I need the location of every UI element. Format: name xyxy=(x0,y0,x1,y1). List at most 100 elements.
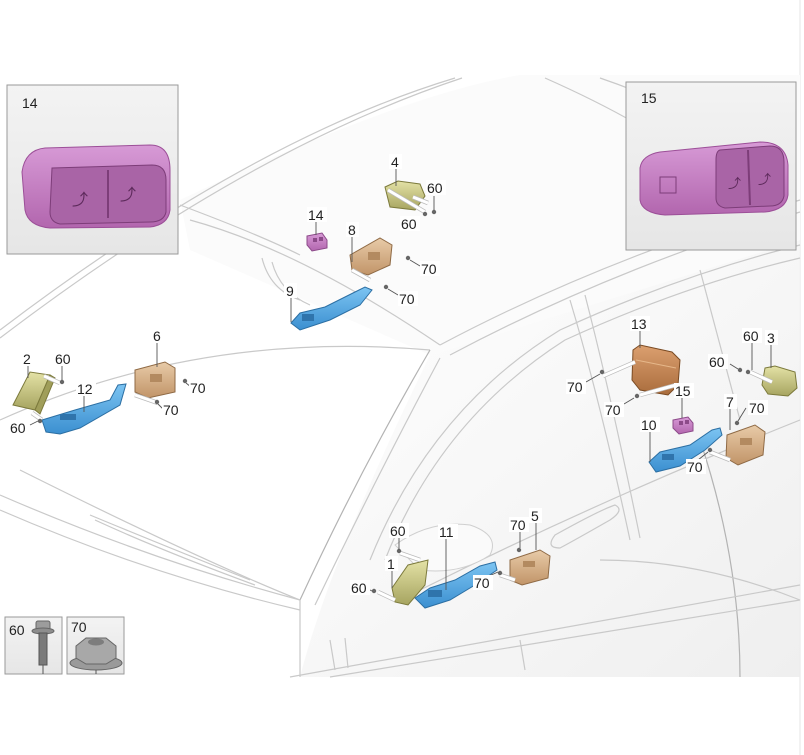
svg-text:60: 60 xyxy=(55,351,71,367)
callout-6[interactable]: 6 xyxy=(151,328,164,344)
svg-text:7: 7 xyxy=(726,394,734,410)
svg-text:70: 70 xyxy=(510,517,526,533)
part-15-seat-switch[interactable] xyxy=(672,416,694,435)
legend-item-60[interactable]: 60 xyxy=(4,616,63,675)
callout-70-j[interactable]: 70 xyxy=(473,575,493,591)
seat-icon: ⤴ xyxy=(72,191,88,209)
callout-13[interactable]: 13 xyxy=(630,316,650,332)
inset-15-number: 15 xyxy=(641,90,657,106)
svg-text:60: 60 xyxy=(401,216,417,232)
callout-70-b[interactable]: 70 xyxy=(162,402,182,418)
callout-70-g[interactable]: 70 xyxy=(748,400,768,416)
callout-15[interactable]: 15 xyxy=(674,383,694,399)
part-4-module[interactable] xyxy=(384,180,429,214)
part-9-window-switch[interactable] xyxy=(290,286,373,331)
callout-60-b[interactable]: 60 xyxy=(9,420,29,436)
part-2-module[interactable] xyxy=(12,371,61,422)
svg-text:11: 11 xyxy=(439,524,454,540)
callout-2[interactable]: 2 xyxy=(21,351,35,367)
callout-70-h[interactable]: 70 xyxy=(686,459,706,475)
svg-text:70: 70 xyxy=(567,379,583,395)
callout-10[interactable]: 10 xyxy=(640,417,660,433)
callout-70-i[interactable]: 70 xyxy=(509,517,529,533)
inset-14-number: 14 xyxy=(22,95,38,111)
callout-labels: 2 60 60 12 6 70 70 14 8 9 4 60 60 70 70 … xyxy=(9,154,778,596)
legend-item-70[interactable]: 70 xyxy=(66,616,125,675)
leader-lines xyxy=(27,168,772,592)
inset-14[interactable]: 14 ⤴ ⤴ xyxy=(6,84,179,255)
svg-text:13: 13 xyxy=(631,316,647,332)
seat-switch-15-large: ⤴ ⤴ xyxy=(639,141,789,216)
callout-60-f[interactable]: 60 xyxy=(708,354,728,370)
callout-1[interactable]: 1 xyxy=(385,556,398,572)
svg-text:60: 60 xyxy=(390,523,406,539)
fastener-dots xyxy=(37,209,751,594)
svg-text:60: 60 xyxy=(427,180,443,196)
callout-70-f[interactable]: 70 xyxy=(604,402,624,418)
seat-icon: ⤴ xyxy=(120,186,136,204)
part-3-module[interactable] xyxy=(749,365,798,397)
part-8-control-unit[interactable] xyxy=(349,237,393,282)
svg-text:70: 70 xyxy=(474,575,490,591)
fastener-legend: 60 70 xyxy=(4,616,125,675)
svg-text:60: 60 xyxy=(351,580,367,596)
svg-text:2: 2 xyxy=(23,351,31,367)
svg-text:70: 70 xyxy=(421,261,437,277)
legend-number-60: 60 xyxy=(9,622,25,638)
callout-14[interactable]: 14 xyxy=(307,207,327,223)
callout-11[interactable]: 11 xyxy=(438,524,458,540)
svg-text:70: 70 xyxy=(163,402,179,418)
callout-70-e[interactable]: 70 xyxy=(566,379,586,395)
callout-9[interactable]: 9 xyxy=(284,283,297,299)
seat-icon: ⤴ xyxy=(728,176,741,191)
svg-text:60: 60 xyxy=(709,354,725,370)
legend-number-70: 70 xyxy=(71,619,87,635)
svg-text:6: 6 xyxy=(153,328,161,344)
inset-15[interactable]: 15 ⤴ ⤴ xyxy=(625,81,797,251)
callout-60-c[interactable]: 60 xyxy=(426,180,446,196)
svg-text:3: 3 xyxy=(767,330,775,346)
callout-12[interactable]: 12 xyxy=(76,381,96,397)
svg-text:70: 70 xyxy=(749,400,765,416)
svg-text:70: 70 xyxy=(190,380,206,396)
callout-4[interactable]: 4 xyxy=(389,154,402,170)
svg-text:60: 60 xyxy=(743,328,759,344)
part-10-window-switch[interactable] xyxy=(648,427,723,473)
part-1-module[interactable] xyxy=(377,550,429,606)
svg-text:14: 14 xyxy=(308,207,324,223)
svg-text:70: 70 xyxy=(687,459,703,475)
svg-text:5: 5 xyxy=(531,508,539,524)
callout-60-e[interactable]: 60 xyxy=(742,328,762,344)
svg-text:70: 70 xyxy=(605,402,621,418)
seat-icon: ⤴ xyxy=(758,172,771,187)
callout-5[interactable]: 5 xyxy=(529,508,542,524)
part-5-control-unit[interactable] xyxy=(499,549,551,586)
callout-3[interactable]: 3 xyxy=(765,330,778,346)
part-14-seat-switch[interactable] xyxy=(306,232,328,252)
svg-text:1: 1 xyxy=(387,556,395,572)
svg-text:12: 12 xyxy=(77,381,93,397)
callout-60-h[interactable]: 60 xyxy=(350,580,370,596)
svg-text:70: 70 xyxy=(399,291,415,307)
part-6-control-unit[interactable] xyxy=(134,361,176,406)
callout-7[interactable]: 7 xyxy=(724,394,737,410)
part-13-control-unit[interactable] xyxy=(602,344,681,398)
seat-switch-14-large: ⤴ ⤴ xyxy=(21,144,171,229)
callout-70-c[interactable]: 70 xyxy=(420,261,440,277)
callout-8[interactable]: 8 xyxy=(346,222,359,238)
callout-70-d[interactable]: 70 xyxy=(398,291,418,307)
svg-text:4: 4 xyxy=(391,154,399,170)
part-7-control-unit[interactable] xyxy=(709,424,766,466)
svg-text:15: 15 xyxy=(675,383,691,399)
callout-60-a[interactable]: 60 xyxy=(54,351,74,367)
svg-text:10: 10 xyxy=(641,417,657,433)
callout-60-d[interactable]: 60 xyxy=(400,216,420,232)
svg-text:8: 8 xyxy=(348,222,356,238)
svg-text:9: 9 xyxy=(286,283,294,299)
callout-60-g[interactable]: 60 xyxy=(389,523,409,539)
part-11-window-switch[interactable] xyxy=(414,561,498,609)
callout-70-a[interactable]: 70 xyxy=(189,380,209,396)
bolt-icon xyxy=(31,620,55,674)
svg-text:60: 60 xyxy=(10,420,26,436)
